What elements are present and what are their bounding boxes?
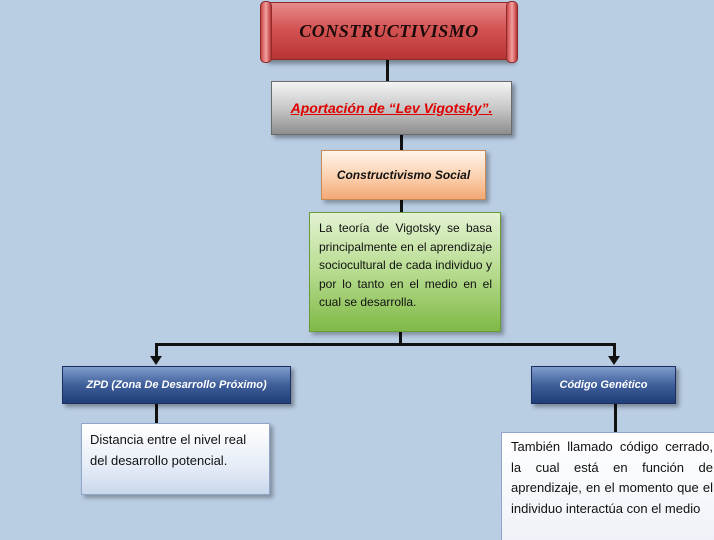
constructivismo-social-box: Constructivismo Social [321,150,486,200]
theory-box: La teoría de Vigotsky se basa principalm… [309,212,501,332]
connector-branch-horizontal [155,343,616,346]
connector-branch-left [155,343,158,357]
codigo-genetico-box: Código Genético [531,366,676,404]
connector-aportacion-social [400,133,403,150]
title-text: CONSTRUCTIVISMO [299,20,479,41]
constructivismo-social-text: Constructivismo Social [336,168,471,182]
title-banner: CONSTRUCTIVISMO [260,1,518,63]
connector-codigo-tambien [614,402,617,432]
zpd-text: ZPD (Zona De Desarrollo Próximo) [86,379,267,391]
distancia-text: Distancia entre el nivel real del desarr… [90,432,247,468]
tambien-box: También llamado código cerrado, la cual … [501,432,714,540]
distancia-box: Distancia entre el nivel real del desarr… [81,423,270,495]
tambien-text: También llamado código cerrado, la cual … [511,439,713,516]
arrowhead-right [608,356,620,365]
connector-zpd-distancia [155,402,158,423]
aportacion-text: Aportación de “Lev Vigotsky”. [290,100,493,116]
connector-branch-right [613,343,616,357]
connector-social-theory [400,198,403,212]
arrowhead-left [150,356,162,365]
codigo-genetico-text: Código Genético [559,379,648,391]
zpd-box: ZPD (Zona De Desarrollo Próximo) [62,366,291,404]
aportacion-box: Aportación de “Lev Vigotsky”. [271,81,512,135]
connector-title-aportacion [386,58,389,81]
theory-text: La teoría de Vigotsky se basa principalm… [319,221,492,309]
connector-theory-branch [399,332,402,344]
